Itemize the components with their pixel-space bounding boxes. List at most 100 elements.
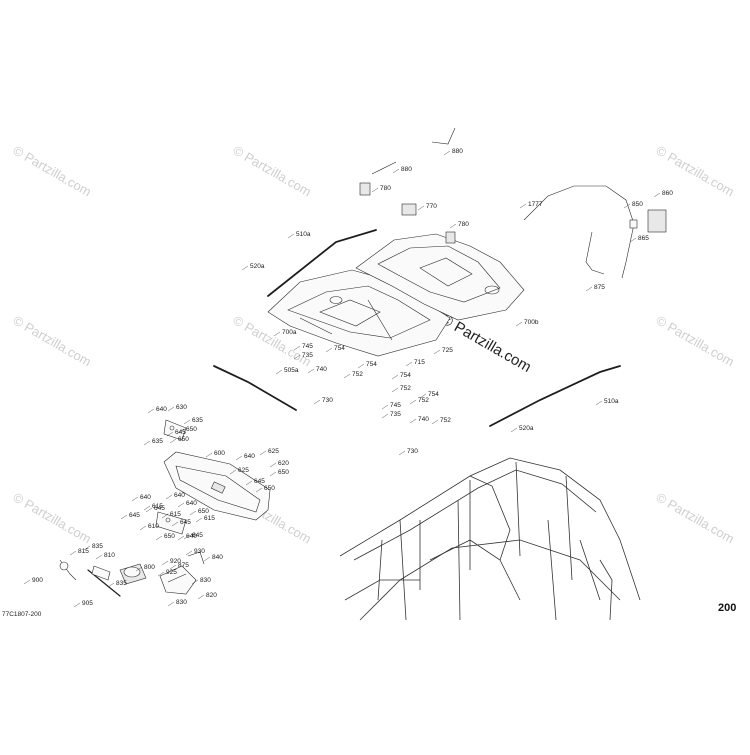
callout-754-d: 754 (428, 391, 439, 398)
callout-650-e: 650 (198, 508, 209, 515)
callout-labels: 8808807807707808608508651777875510a520a7… (23, 148, 673, 608)
callout-640-c: 640 (140, 494, 151, 501)
harness-1777 (523, 185, 635, 279)
leader-line (343, 373, 351, 379)
callout-735-a: 735 (302, 352, 313, 359)
callout-510a-bottom: 510a (604, 398, 619, 405)
callout-645-c: 645 (129, 512, 140, 519)
leader-line (287, 233, 295, 239)
leader-line (120, 514, 128, 520)
leader-line (629, 237, 637, 243)
leader-line (653, 192, 661, 198)
callout-650-b: 650 (178, 436, 189, 443)
harness-875 (585, 231, 605, 275)
leader-line (166, 431, 174, 437)
callout-505a: 505a (284, 367, 299, 374)
leader-line (391, 387, 399, 393)
callout-740-a: 740 (316, 366, 327, 373)
watermark-text: © Partzilla.com (11, 143, 94, 200)
callout-650-a: 650 (186, 426, 197, 433)
callout-735-b: 735 (390, 411, 401, 418)
callout-754-c: 754 (400, 372, 411, 379)
hose-840 (187, 551, 205, 565)
leader-line (255, 487, 263, 493)
callout-730-a: 730 (322, 397, 333, 404)
callout-635-b: 635 (152, 438, 163, 445)
leader-line (259, 450, 267, 456)
leader-line (623, 203, 631, 209)
watermark-main: © Partzilla.com (438, 311, 534, 376)
callout-650-f: 650 (164, 533, 175, 540)
leader-line (23, 579, 31, 585)
callout-635-a: 635 (192, 417, 203, 424)
callout-865: 865 (638, 235, 649, 242)
leader-line (139, 525, 147, 531)
part-780-b (445, 231, 456, 244)
wire-880-mid (371, 161, 397, 175)
leader-line (183, 534, 191, 540)
leader-line (169, 564, 177, 570)
leader-line (177, 428, 185, 434)
callout-880-mid: 880 (401, 166, 412, 173)
leader-line (515, 321, 523, 327)
leader-line (443, 150, 451, 156)
wiper-assembly-800 (119, 563, 147, 585)
seal-505a (213, 365, 297, 411)
callout-900: 900 (32, 577, 43, 584)
callout-610: 610 (148, 523, 159, 530)
leader-line (398, 450, 406, 456)
leader-line (131, 496, 139, 502)
callout-925: 925 (166, 569, 177, 576)
wire-880 (431, 127, 456, 145)
callout-920: 920 (170, 558, 181, 565)
leader-line (189, 510, 197, 516)
module-860 (647, 209, 667, 233)
bracket-630 (163, 419, 187, 441)
leader-line (167, 406, 175, 412)
leader-line (391, 374, 399, 380)
callout-800: 800 (144, 564, 155, 571)
callout-875-left: 875 (178, 562, 189, 569)
callout-740-b: 740 (418, 416, 429, 423)
wiper-900-pivot (59, 561, 69, 571)
leader-line (143, 505, 151, 511)
callout-510a-top: 510a (296, 231, 311, 238)
callout-835-a: 835 (92, 543, 103, 550)
callout-754-b: 754 (366, 361, 377, 368)
callout-840: 840 (212, 554, 223, 561)
leader-line (169, 438, 177, 444)
part-780-a (359, 182, 371, 196)
callout-815: 815 (78, 548, 89, 555)
leader-line (371, 187, 379, 193)
leader-line (245, 480, 253, 486)
callout-820: 820 (206, 592, 217, 599)
callout-645-a: 645 (175, 429, 186, 436)
callout-754-a: 754 (334, 345, 345, 352)
part-770 (401, 203, 417, 216)
leader-line (307, 368, 315, 374)
callout-752-a: 752 (352, 371, 363, 378)
leader-line (69, 550, 77, 556)
leader-line (73, 602, 81, 608)
callout-650-c: 650 (278, 469, 289, 476)
watermark-text: © Partzilla.com (11, 313, 94, 370)
bracket-810 (91, 565, 111, 581)
leader-line (143, 440, 151, 446)
callout-700b: 700b (524, 319, 539, 326)
callout-830-b: 830 (176, 599, 187, 606)
callout-700a: 700a (282, 329, 297, 336)
front-trim-600 (163, 451, 271, 521)
leader-line (95, 554, 103, 560)
leader-line (177, 535, 185, 541)
callout-630: 630 (176, 404, 187, 411)
leader-line (183, 419, 191, 425)
leader-line (161, 560, 169, 566)
callout-1777: 1777 (528, 201, 543, 208)
callout-615-b: 615 (170, 511, 181, 518)
leader-line (269, 462, 277, 468)
watermark-text: © Partzilla.com (654, 313, 737, 370)
leader-line (197, 594, 205, 600)
leader-line (419, 393, 427, 399)
leader-line (595, 400, 603, 406)
callout-780-b: 780 (458, 221, 469, 228)
